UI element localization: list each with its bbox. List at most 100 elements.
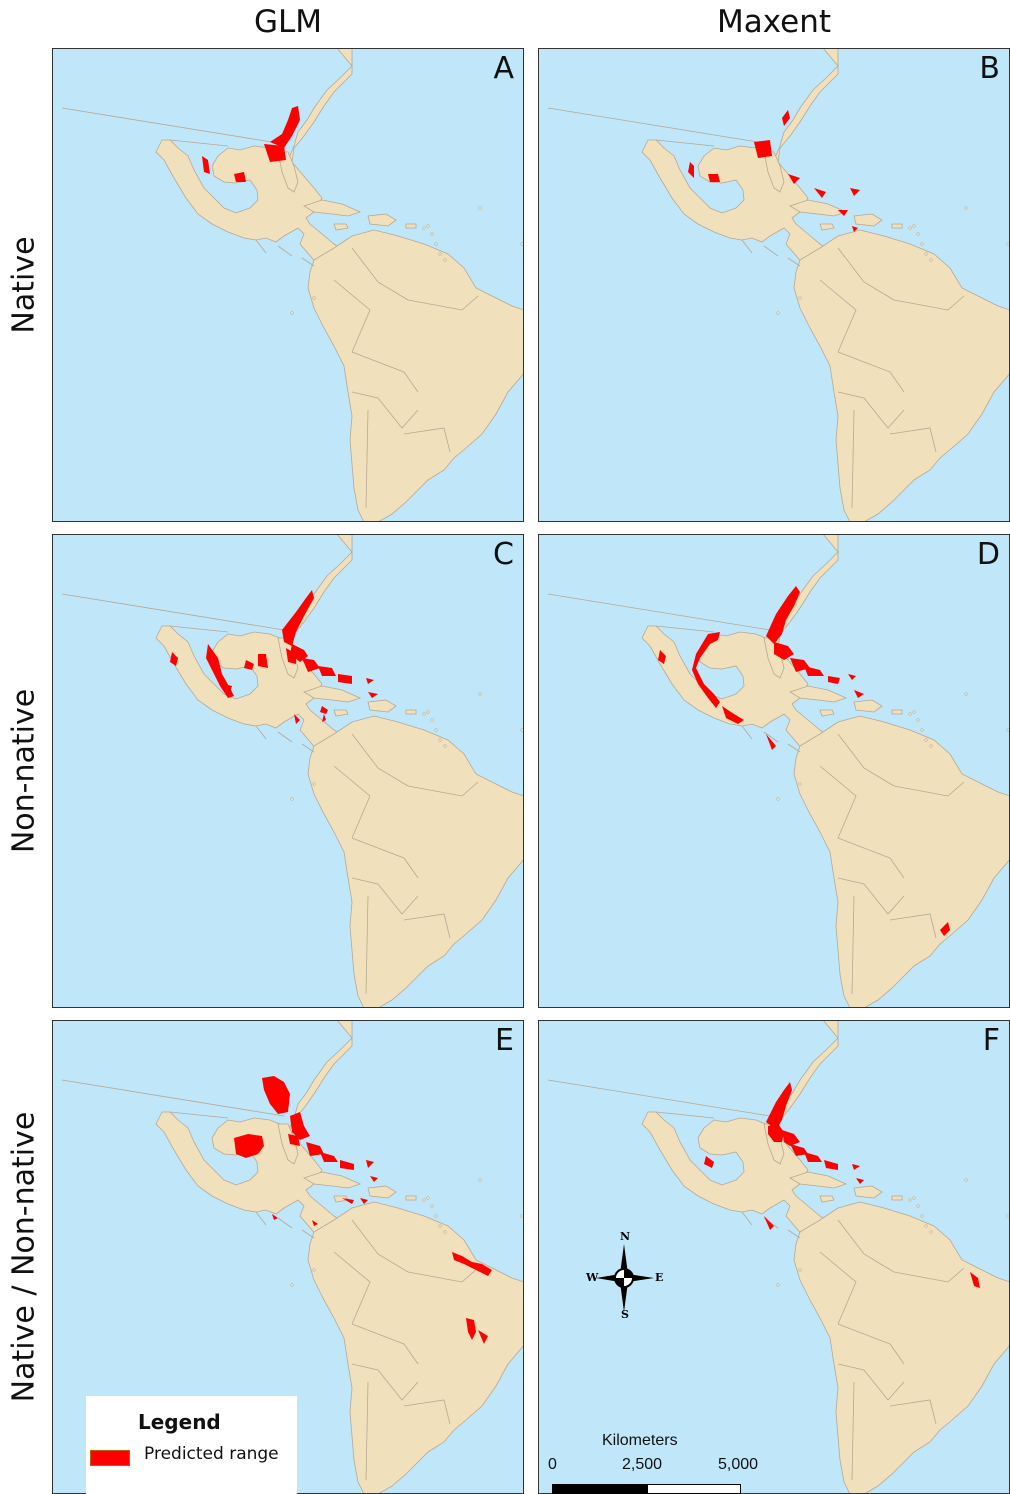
small-island-6: [290, 311, 294, 315]
map-panel-c: C: [52, 534, 524, 1008]
predicted-range-9: [170, 652, 178, 666]
country-border-9: [351, 391, 419, 429]
predicted-range-2: [688, 162, 694, 178]
country-border-7: [351, 837, 419, 879]
small-island-6: [290, 1283, 294, 1287]
predicted-range-4: [320, 1152, 338, 1162]
predicted-range-6: [658, 650, 666, 664]
country-border-4: [301, 257, 315, 267]
compass-east: E: [655, 1271, 664, 1284]
small-island-4: [912, 1196, 916, 1200]
small-island-5: [929, 1230, 933, 1234]
country-border-4: [787, 1229, 801, 1239]
map-d: [538, 534, 1010, 1008]
predicted-range-11: [366, 678, 374, 684]
land-shape-1: [763, 151, 785, 193]
predicted-range-13: [294, 714, 300, 724]
legend-label-predicted-range: Predicted range: [144, 1444, 279, 1464]
country-border-9: [351, 1363, 419, 1401]
predicted-range-5: [850, 188, 860, 196]
country-border-11: [403, 913, 451, 939]
land-shape-4: [853, 1185, 883, 1199]
column-title-maxent: Maxent: [716, 4, 831, 40]
country-border-5: [351, 733, 409, 787]
small-island-9: [1006, 242, 1010, 246]
small-island-9: [520, 1214, 524, 1218]
predicted-range-9: [856, 1178, 864, 1184]
country-border-9: [837, 391, 905, 429]
small-island-1: [916, 718, 920, 722]
country-border-2: [741, 239, 753, 254]
small-island-1: [430, 232, 434, 236]
country-border-8: [407, 781, 479, 797]
country-border-9: [837, 1363, 905, 1401]
map-panel-b: B: [538, 48, 1010, 522]
row-title-non-native: Non-native: [6, 688, 42, 854]
panel-frame: [52, 534, 524, 1008]
small-island-1: [916, 232, 920, 236]
small-island-3: [438, 1224, 442, 1228]
land-shape-5: [333, 709, 349, 717]
predicted-range-7: [852, 226, 858, 232]
predicted-range-1: [290, 1112, 310, 1140]
predicted-range-0: [262, 1076, 290, 1114]
compass-south: S: [621, 1308, 629, 1321]
predicted-range-0: [754, 140, 772, 158]
land-shape-5: [819, 709, 835, 717]
compass-icon: [596, 1244, 654, 1312]
small-island-5: [929, 744, 933, 748]
predicted-range-3: [306, 1142, 324, 1156]
predicted-range-11: [452, 1252, 492, 1276]
country-border-8: [893, 295, 965, 311]
country-border-1: [169, 1111, 229, 1119]
country-border-2: [255, 1211, 267, 1226]
predicted-range-14: [312, 1220, 318, 1226]
land-shape-5: [819, 1195, 835, 1203]
country-border-7: [837, 1323, 905, 1365]
predicted-range-6: [258, 654, 268, 668]
small-island-4: [426, 710, 430, 714]
compass-north: N: [620, 1230, 631, 1243]
predicted-range-10: [970, 1272, 980, 1288]
predicted-range-12: [466, 1318, 476, 1340]
country-border-11: [889, 913, 937, 939]
small-island-8: [964, 692, 968, 696]
land-shape-3: [789, 199, 848, 217]
country-border-3: [277, 1217, 293, 1229]
land-shape-6: [891, 223, 903, 229]
small-island-1: [430, 1204, 434, 1208]
small-island-2: [434, 1214, 438, 1218]
small-island-6: [776, 311, 780, 315]
land-shape-3: [303, 1171, 362, 1189]
small-island-0: [908, 712, 912, 716]
predicted-range-15: [272, 1214, 278, 1220]
country-border-1: [655, 139, 715, 147]
predicted-range-2: [782, 1130, 800, 1146]
map-panel-f: F: [538, 1020, 1010, 1494]
country-border-0: [547, 107, 771, 145]
country-border-4: [787, 257, 801, 267]
predicted-range-8: [766, 734, 776, 750]
predicted-range-0: [766, 586, 800, 644]
predicted-range-3: [788, 174, 800, 184]
scale-bar-title: Kilometers: [602, 1432, 678, 1449]
predicted-range-9: [848, 674, 856, 680]
small-island-7: [312, 782, 316, 786]
small-island-9: [520, 242, 524, 246]
land-shape-5: [333, 223, 349, 231]
country-border-1: [655, 1111, 715, 1119]
panel-letter-b: B: [979, 51, 1000, 86]
country-border-2: [255, 239, 267, 254]
country-border-3: [763, 245, 779, 257]
predicted-range-5: [338, 674, 352, 684]
predicted-range-7: [244, 660, 254, 670]
small-island-5: [443, 1230, 447, 1234]
country-border-11: [403, 427, 451, 453]
country-border-6: [333, 1251, 371, 1325]
predicted-range-3: [790, 1144, 808, 1156]
small-island-9: [1006, 1214, 1010, 1218]
country-border-0: [547, 593, 771, 631]
small-island-8: [478, 692, 482, 696]
predicted-range-14: [320, 706, 328, 714]
small-island-2: [920, 1214, 924, 1218]
